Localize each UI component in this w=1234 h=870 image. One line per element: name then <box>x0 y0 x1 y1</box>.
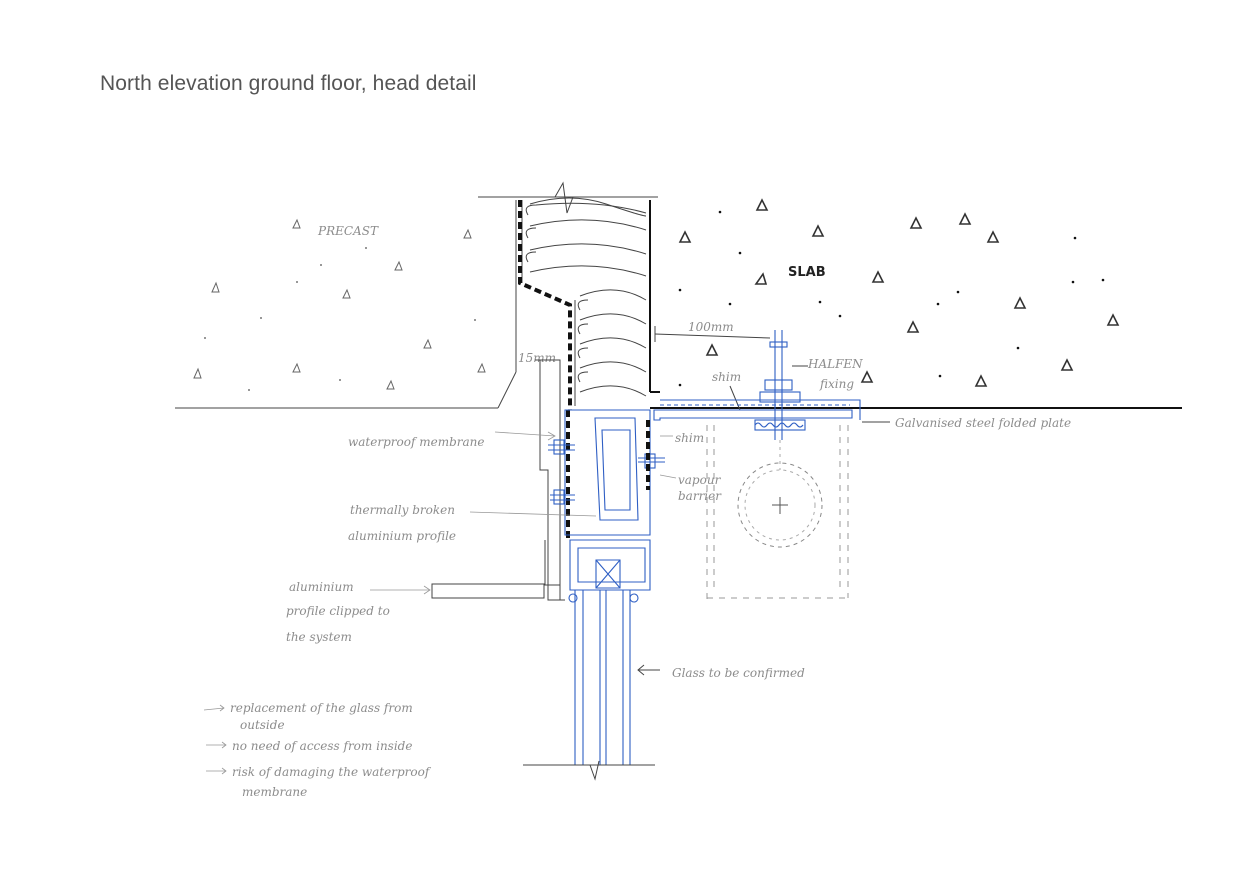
notes-list: replacement of the glass from outside no… <box>203 701 432 799</box>
label-clipped-1: aluminium <box>289 580 354 594</box>
note-item: outside <box>240 718 285 732</box>
note-item: no need of access from inside <box>232 739 412 753</box>
waterproof-membrane-line <box>518 200 651 540</box>
glass-pane <box>523 590 660 781</box>
label-shim-right: shim <box>675 431 704 445</box>
label-clipped-3: the system <box>286 630 352 644</box>
label-vapour: vapour <box>678 473 722 487</box>
label-precast: PRECAST <box>317 224 379 238</box>
label-barrier: barrier <box>678 489 722 503</box>
galvanised-plate <box>653 399 890 423</box>
page-title: North elevation ground floor, head detai… <box>100 72 477 95</box>
label-waterproof-membrane: waterproof membrane <box>348 435 484 449</box>
note-item: replacement of the glass from <box>230 701 413 715</box>
steel-section-dashed <box>706 425 849 600</box>
leader-lines <box>370 431 677 595</box>
window-frame-profile <box>431 359 665 603</box>
label-galvanised-plate: Galvanised steel folded plate <box>895 416 1071 430</box>
label-glass: Glass to be confirmed <box>672 666 805 680</box>
label-15mm: 15mm <box>518 351 556 365</box>
label-100mm: 100mm <box>688 320 734 334</box>
label-slab: SLAB <box>788 265 826 280</box>
precast-panel <box>175 196 658 409</box>
note-item: risk of damaging the waterproof <box>232 765 432 779</box>
label-shim-top: shim <box>712 370 741 384</box>
note-item: membrane <box>242 785 307 799</box>
halfen-fixing <box>754 330 808 440</box>
label-halfen: HALFEN <box>807 357 863 371</box>
label-thermally-2: aluminium profile <box>348 529 456 543</box>
insulation <box>521 181 647 406</box>
slab <box>650 198 1182 409</box>
label-clipped-2: profile clipped to <box>286 604 390 618</box>
dimension-100mm <box>654 326 771 342</box>
label-thermally-1: thermally broken <box>350 503 455 517</box>
label-fixing: fixing <box>819 377 854 391</box>
